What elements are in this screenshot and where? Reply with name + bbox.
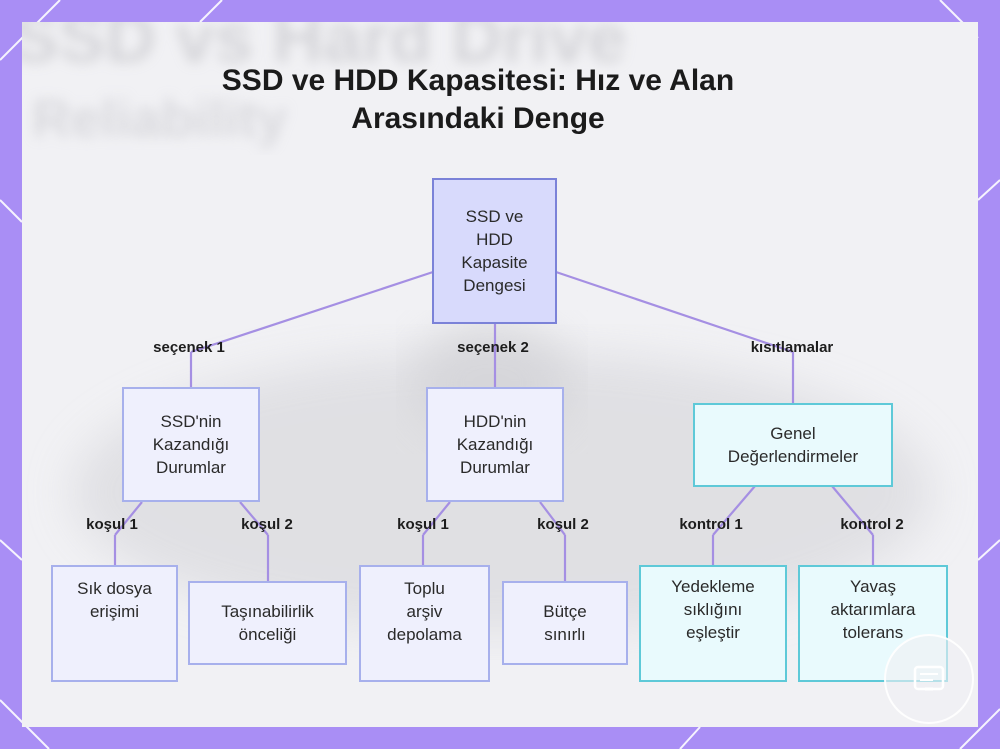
backup-node: Yedekleme sıklığını eşleştir xyxy=(639,565,787,682)
bulk-archive-line: Toplu xyxy=(404,579,445,598)
backup-line: Yedekleme xyxy=(671,577,755,596)
edge-hdd-budget xyxy=(539,501,566,536)
portability-line: Taşınabilirlik xyxy=(221,602,314,621)
ssd-wins-line: Kazandığı xyxy=(152,435,230,454)
general-line: Genel xyxy=(770,424,816,443)
root-node: SSD ve HDD Kapasite Dengesi xyxy=(432,178,557,324)
edge-label-cond1-hdd: koşul 1 xyxy=(397,516,449,533)
hdd-wins-line: Kazandığı xyxy=(456,435,534,454)
watermark-badge xyxy=(884,634,974,724)
edge-root-general xyxy=(555,270,794,354)
budget-line: Bütçe xyxy=(543,602,587,621)
slow-transfer-line: tolerans xyxy=(842,623,904,642)
ssd-wins-line: Durumlar xyxy=(156,458,226,477)
ssd-wins-line: SSD'nin xyxy=(160,412,222,431)
frequent-access-line: erişimi xyxy=(89,602,140,621)
general-node: Genel Değerlendirmeler xyxy=(693,403,893,487)
slow-transfer-line: aktarımlara xyxy=(830,600,916,619)
edge-label-option2: seçenek 2 xyxy=(457,339,529,356)
portability-line: önceliği xyxy=(238,625,297,644)
blurred-subheading: Reliability xyxy=(32,89,287,149)
hdd-wins-line: HDD'nin xyxy=(463,412,527,431)
hdd-wins-node: HDD'nin Kazandığı Durumlar xyxy=(426,387,564,502)
watermark-logo-icon xyxy=(913,665,945,691)
bulk-archive-line: depolama xyxy=(387,625,462,644)
slow-transfer-line: Yavaş xyxy=(850,577,896,596)
edge-label-check2: kontrol 2 xyxy=(840,516,904,533)
edge-label-cond2-ssd: koşul 2 xyxy=(241,516,293,533)
frequent-access-line: Sık dosya xyxy=(77,579,152,598)
edge-general-backup xyxy=(712,485,756,536)
root-node-line: HDD xyxy=(476,230,513,249)
budget-line: sınırlı xyxy=(544,625,586,644)
title-line-1: SSD ve HDD Kapasitesi: Hız ve Alan xyxy=(221,64,735,97)
edge-label-cond2-hdd: koşul 2 xyxy=(537,516,589,533)
frequent-access-node: Sık dosya erişimi xyxy=(51,565,178,682)
bulk-archive-line: arşiv xyxy=(406,602,443,621)
edge-label-option1: seçenek 1 xyxy=(153,339,225,356)
edge-general-transfer xyxy=(831,485,874,536)
budget-node: Bütçe sınırlı xyxy=(502,581,628,665)
edge-label-cond1-ssd: koşul 1 xyxy=(86,516,138,533)
blurred-heading: SSD vs Hard Drive xyxy=(22,22,627,77)
diagram-title: SSD ve HDD Kapasitesi: Hız ve Alan Arası… xyxy=(200,62,756,138)
edge-root-ssd xyxy=(190,270,434,354)
backup-line: eşleştir xyxy=(686,623,740,642)
edge-ssd-frequent xyxy=(114,501,143,536)
root-node-line: Kapasite xyxy=(461,253,528,272)
portability-node: Taşınabilirlik önceliği xyxy=(188,581,347,665)
bulk-archive-node: Toplu arşiv depolama xyxy=(359,565,490,682)
edge-hdd-archive xyxy=(422,501,451,536)
edge-label-check1: kontrol 1 xyxy=(679,516,743,533)
backup-line: sıklığını xyxy=(683,600,743,619)
root-node-line: SSD ve xyxy=(465,207,524,226)
ssd-wins-node: SSD'nin Kazandığı Durumlar xyxy=(122,387,260,502)
root-node-line: Dengesi xyxy=(463,276,526,295)
general-line: Değerlendirmeler xyxy=(727,447,859,466)
edge-label-constraints: kısıtlamalar xyxy=(750,339,834,356)
edge-ssd-portability xyxy=(239,501,269,536)
hdd-wins-line: Durumlar xyxy=(460,458,530,477)
title-line-2: Arasındaki Denge xyxy=(351,102,605,135)
